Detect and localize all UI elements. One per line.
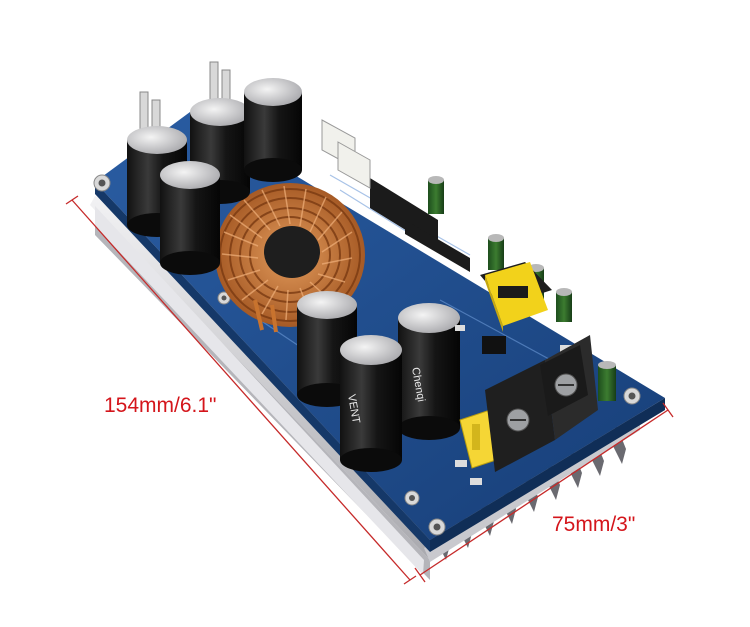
capacitor	[340, 335, 402, 472]
capacitor	[160, 161, 220, 275]
capacitor	[398, 303, 460, 440]
capacitor-group-back	[127, 61, 302, 275]
width-dimension-line	[419, 409, 669, 576]
capacitor-brand-label: Chenqi	[409, 366, 427, 402]
dimension-lines	[65, 195, 674, 585]
small-capacitor-group	[428, 176, 616, 401]
screw-terminal	[485, 335, 598, 472]
control-ic	[370, 178, 470, 272]
length-dimension-line	[71, 199, 411, 581]
jst-connector	[321, 119, 371, 189]
length-dimension-label: 154mm/6.1"	[104, 394, 217, 417]
capacitor-group-front: Chenqi VENT	[297, 291, 460, 472]
toroidal-inductor	[215, 183, 365, 333]
capacitor-series-label: VENT	[345, 393, 362, 424]
width-dimension-label: 75mm/3"	[552, 513, 636, 536]
transformer	[480, 262, 552, 332]
capacitor	[244, 78, 302, 182]
